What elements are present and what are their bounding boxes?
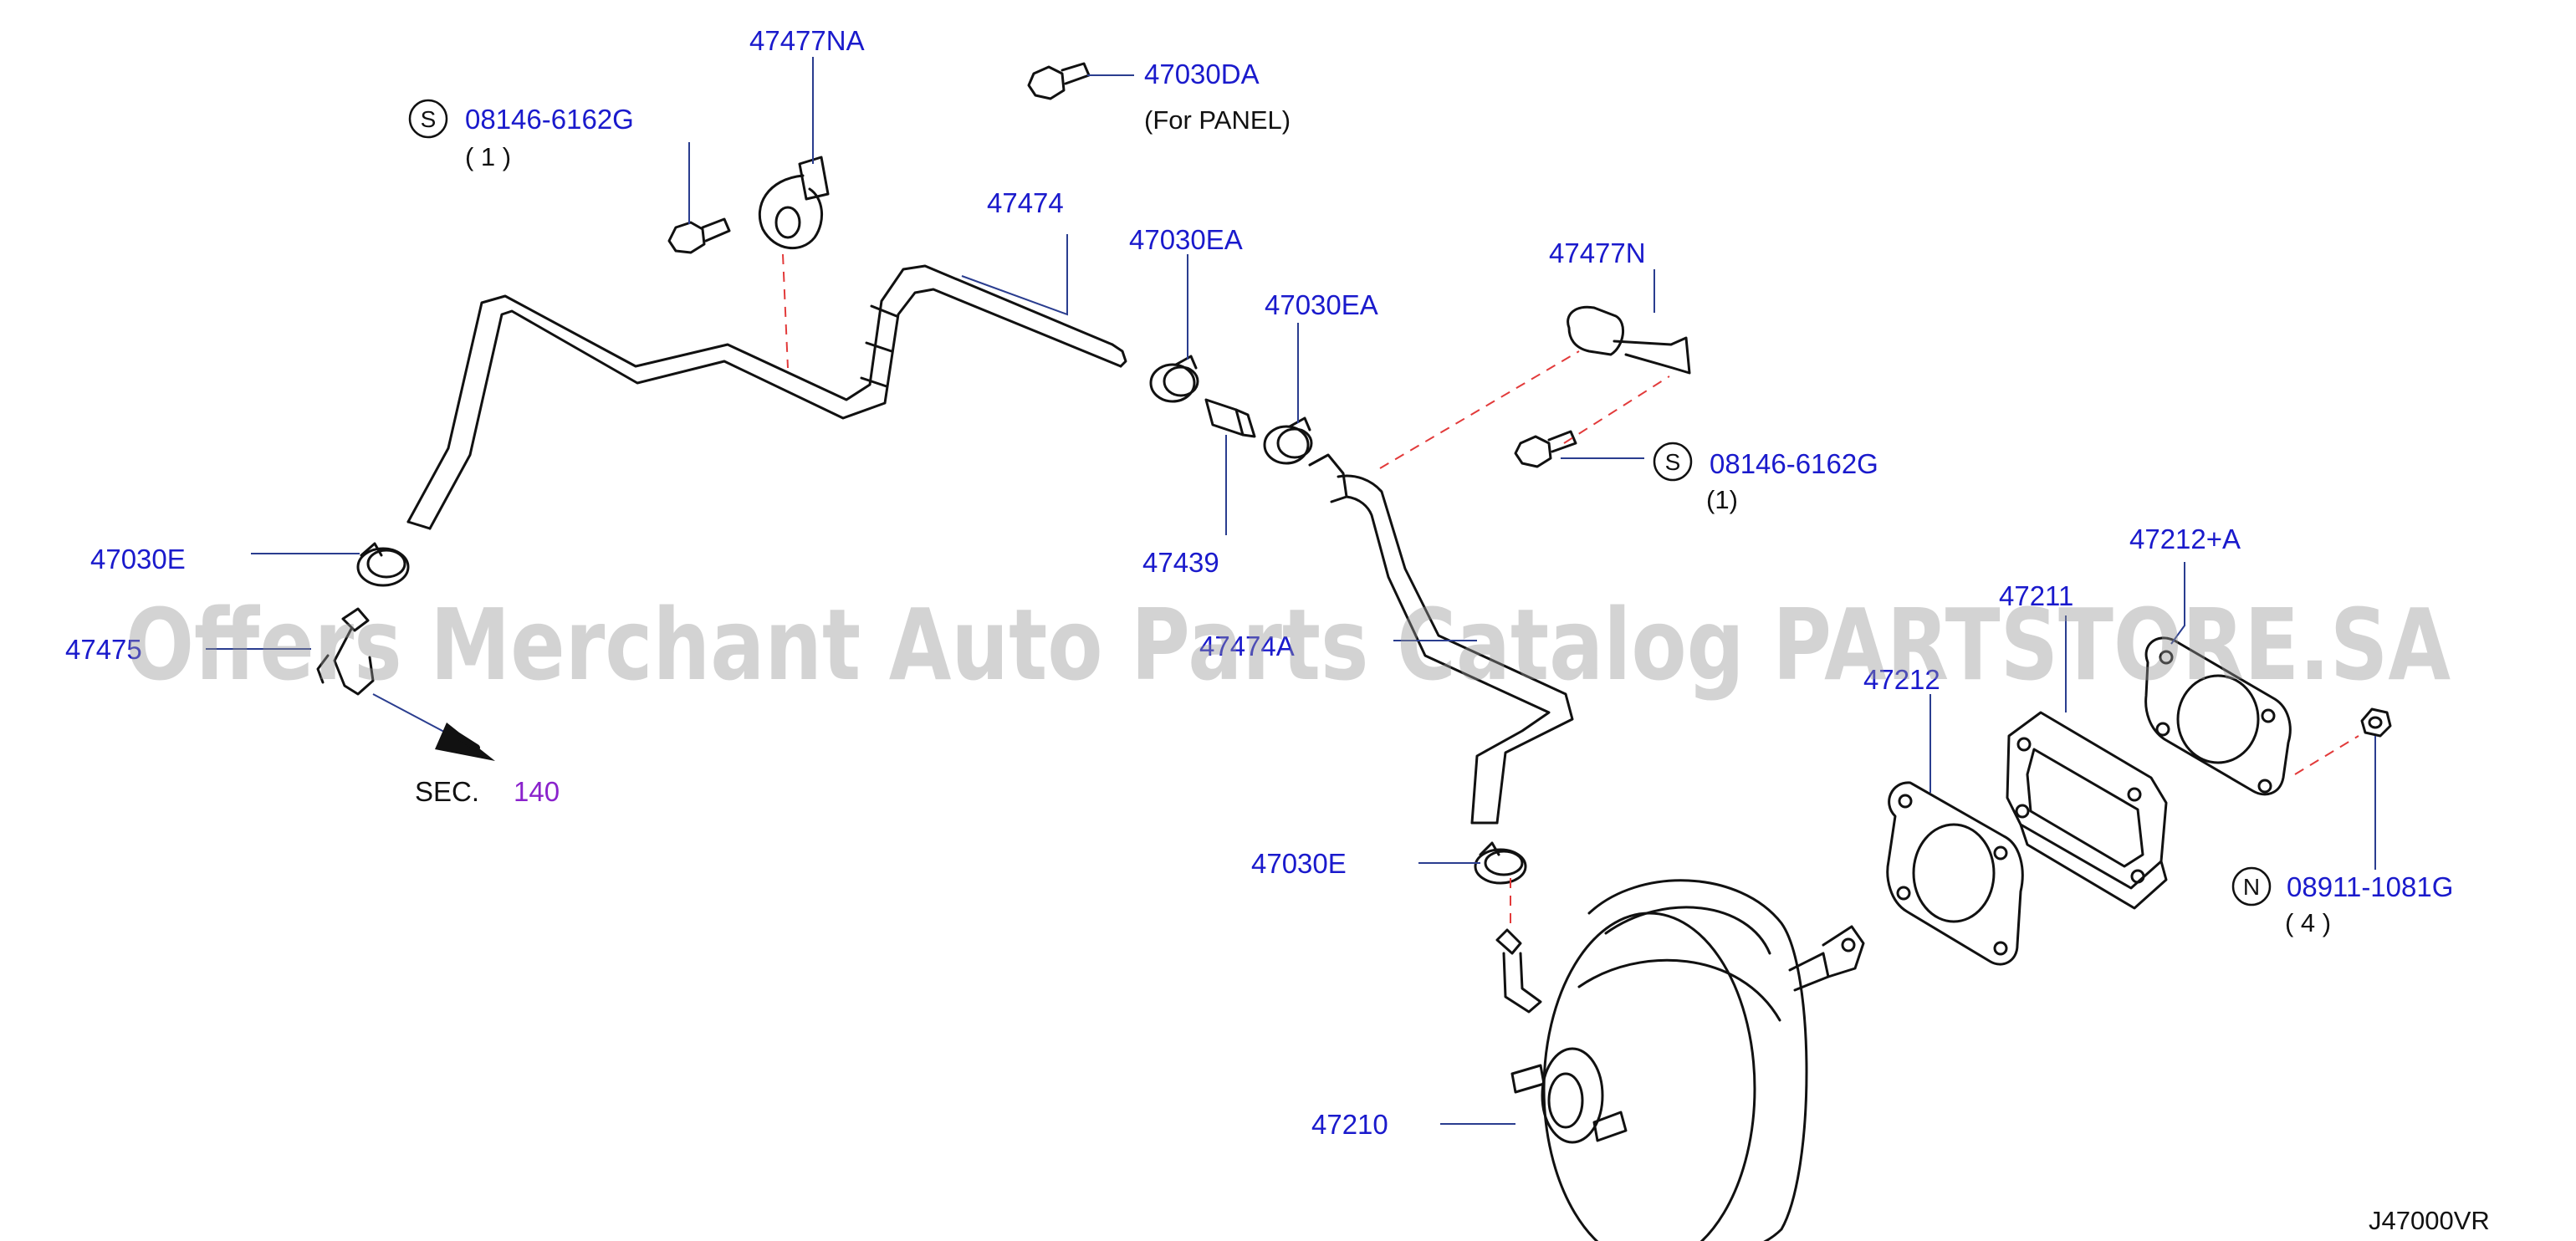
bolt-08146-6162G-mid	[1514, 430, 1577, 468]
callout-47030DA: 47030DA	[1144, 59, 1260, 89]
brake-booster-47210	[1495, 879, 1865, 1241]
standard-part-symbol-mid	[1653, 442, 1693, 482]
callout-47030DA-note: (For PANEL)	[1144, 105, 1291, 135]
callout-47211: 47211	[1999, 580, 2073, 611]
bolt-47030DA	[1027, 62, 1091, 100]
section-ref-label: SEC.	[415, 776, 479, 807]
gasket-47212	[1886, 781, 2024, 966]
callout-47477N: 47477N	[1549, 237, 1646, 268]
callout-47212: 47212	[1863, 664, 1940, 695]
vacuum-hose-47474	[406, 264, 1127, 530]
callout-47030EA-2: 47030EA	[1265, 289, 1378, 320]
gasket-47212A	[2144, 636, 2292, 796]
standard-part-symbol-top	[408, 99, 448, 139]
callout-47474A: 47474A	[1199, 631, 1295, 661]
callout-08911-1081G: 08911-1081G	[2287, 871, 2453, 902]
callout-08911-1081G-qty: ( 4 )	[2285, 908, 2331, 937]
leader-lines	[206, 57, 2376, 1125]
callout-08146-6162G-mid: 08146-6162G	[1710, 448, 1878, 479]
callout-47210: 47210	[1311, 1109, 1388, 1140]
nut-symbol-letter: N	[2243, 874, 2260, 900]
clamp-47030E-left	[356, 542, 410, 587]
bolt-08146-6162G-top	[667, 217, 731, 254]
clamp-47030E-lower	[1474, 841, 1527, 885]
callout-47030E-lower: 47030E	[1251, 848, 1347, 879]
section-ref-number[interactable]: 140	[514, 776, 560, 807]
watermark-text: Offers Merchant Auto Parts Catalog PARTS…	[125, 587, 2451, 702]
hose-clip-47477N	[1567, 305, 1691, 375]
callout-47030E-left: 47030E	[90, 544, 186, 575]
assembly-guides	[782, 253, 2359, 928]
standard-part-symbol-top-letter: S	[421, 106, 437, 132]
diagram-code: J47000VR	[2369, 1206, 2490, 1235]
hose-clip-47477NA	[758, 156, 830, 250]
clamp-47030EA-2	[1263, 416, 1313, 465]
clamp-47030EA-1	[1149, 355, 1199, 403]
check-valve-47475	[316, 607, 375, 696]
nut-08911-1081G	[2360, 707, 2392, 738]
callout-47477NA: 47477NA	[749, 25, 865, 56]
section-arrow	[372, 693, 495, 761]
spacer-plate-47211	[2006, 711, 2168, 910]
callout-47474: 47474	[987, 187, 1064, 218]
vacuum-hose-47474A	[1308, 453, 1574, 825]
callout-47439: 47439	[1142, 547, 1219, 578]
callout-08146-6162G-top: 08146-6162G	[465, 104, 634, 135]
callout-47475: 47475	[65, 634, 142, 665]
nut-symbol	[2231, 866, 2272, 906]
callout-47030EA-1: 47030EA	[1129, 224, 1243, 255]
callout-08146-6162G-mid-qty: (1)	[1706, 485, 1738, 514]
connector-pipe-47439	[1204, 398, 1256, 438]
callout-47212A: 47212+A	[2129, 523, 2241, 554]
callout-08146-6162G-top-qty: ( 1 )	[465, 142, 511, 171]
standard-part-symbol-mid-letter: S	[1665, 449, 1681, 475]
